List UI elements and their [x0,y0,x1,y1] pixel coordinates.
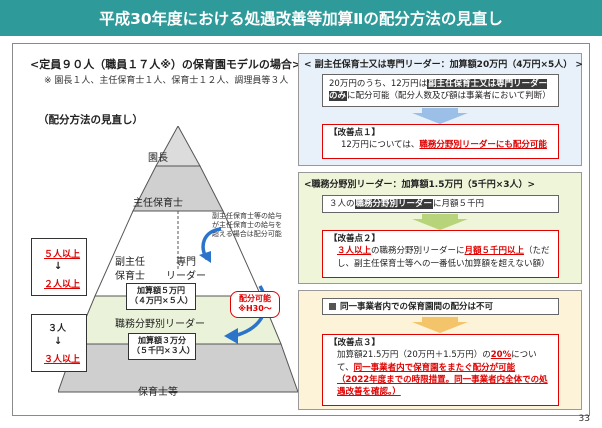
pyramid-second-label: 主任保育士 [133,198,183,209]
page-title: 平成30年度における処遇改善等加算Ⅱの配分方法の見直し [0,0,602,36]
method-label: （配分方法の見直し） [38,114,143,126]
square-bullet-icon [329,303,336,310]
pyramid-top-label: 園長 [148,153,168,164]
pyramid-bottom-label: 保育士等 [138,387,178,398]
panel2-change-text-a: の職務分野別リーダーに [371,246,465,257]
panel2-change-red-b: 月額５千円以上 [464,246,525,257]
count-bottom-to: ３人以上 [44,355,81,365]
panel2-info-highlight: 職務分野別リーダー [354,199,434,209]
panel3-header: 同一事業者内での保育園間の配分は不可 [340,302,494,312]
model-title: <定員９０人（職員１７人※）の保育園モデルの場合> [30,58,302,71]
panel1-info-box: 20万円のうち、12万円は副主任保育士又は専門リーダーのみに配分可能（配分人数及… [322,74,559,107]
panel1-down-arrow-icon [412,108,468,124]
panel3-change-red-a: 20% [490,350,512,361]
fourth-amount-box: 加算額３万分 （５千円×３人） [128,333,196,360]
panel2-down-arrow-icon [412,214,468,230]
curved-arrow-icon [199,227,222,263]
panel3-info-box: 同一事業者内での保育園間の配分は不可 [322,298,559,315]
panel2-info-text-a: ３人の [329,199,355,209]
panel2-change-title: 【改善点２】 [329,234,381,244]
panel3-change-box: 【改善点３】 加算額21.5万円（20万円＋1.5万円）の20%について、同一事… [322,334,559,406]
panel3-down-arrow-icon [412,317,468,333]
count-top-from: ５人以上 [44,250,81,260]
page-number: 33 [578,414,590,424]
pyramid-third-right-label: 専門 リーダー [166,257,206,282]
panel1-header: < 副主任保育士又は専門リーダー：加算額20万円（4万円×5人） > [304,60,583,70]
panel1-change-red: 職務分野別リーダーにも配分可能 [419,140,547,151]
third-amount-box: 加算額５万円 （４万円×５人） [126,283,196,310]
model-note: ※ 園長１人、主任保育士１人、保育士１２人、調理員等３人 [44,76,289,86]
side-count-box-top: ５人以上 ↓ ２人以上 [31,238,87,296]
count-bottom-from: ３人 [48,324,67,334]
panel2-header: <職務分野別リーダー：加算額1.5万円（5千円×3人）> [304,180,536,190]
panel1-info-text-a: 20万円のうち、12万円は [329,79,428,89]
panel1-info-text-b: に配分可能（配分人数及び額は事業者において判断） [347,91,551,102]
allocation-badge: 配分可能 ※H30～ [230,291,280,318]
panel2-change-red-a: ３人以上 [337,246,372,257]
panel2-info-text-b: に月額５千円 [433,199,485,209]
panel2-info-box: ３人の職務分野別リーダーに月額５千円 [322,195,559,213]
count-top-to: ２人以上 [44,280,81,290]
panel1-change-box: 【改善点１】 12万円については、職務分野別リーダーにも配分可能 [322,124,559,159]
panel3-change-red-c: （2022年度までの時限措置。同一事業者内全体での処遇改善を確認。） [337,374,548,398]
down-arrow-icon: ↓ [54,261,63,272]
down-arrow-icon: ↓ [54,336,63,347]
panel2-change-box: 【改善点２】 ３人以上の職務分野別リーダーに月額５千円以上（ただし、副主任保育士… [322,230,559,278]
panel3-change-text-b: について、 [337,350,537,373]
panel1-change-title: 【改善点１】 [329,128,381,138]
panel1-change-text: 12万円については、 [341,140,420,151]
panel3-change-red-b: 同一事業者内で保育園をまたぐ配分が可能 [353,362,516,373]
panel3-change-title: 【改善点３】 [329,338,381,348]
panel2-change-text-b: （ただし、副主任保育士等への一番低い加算額を超えない額） [337,246,550,269]
redistribution-note: 副主任保育士等の給与 が主任保育士の給与を 超える場合は配分可能 [212,212,282,239]
pyramid-third-left-label: 副主任 保育士 [115,257,145,282]
content-frame [12,43,590,416]
pyramid-fourth-label: 職務分野別リーダー [115,319,205,330]
side-count-box-bottom: ３人 ↓ ３人以上 [31,314,87,372]
panel3-change-text-a: 加算額21.5万円（20万円＋1.5万円）の [337,350,491,361]
